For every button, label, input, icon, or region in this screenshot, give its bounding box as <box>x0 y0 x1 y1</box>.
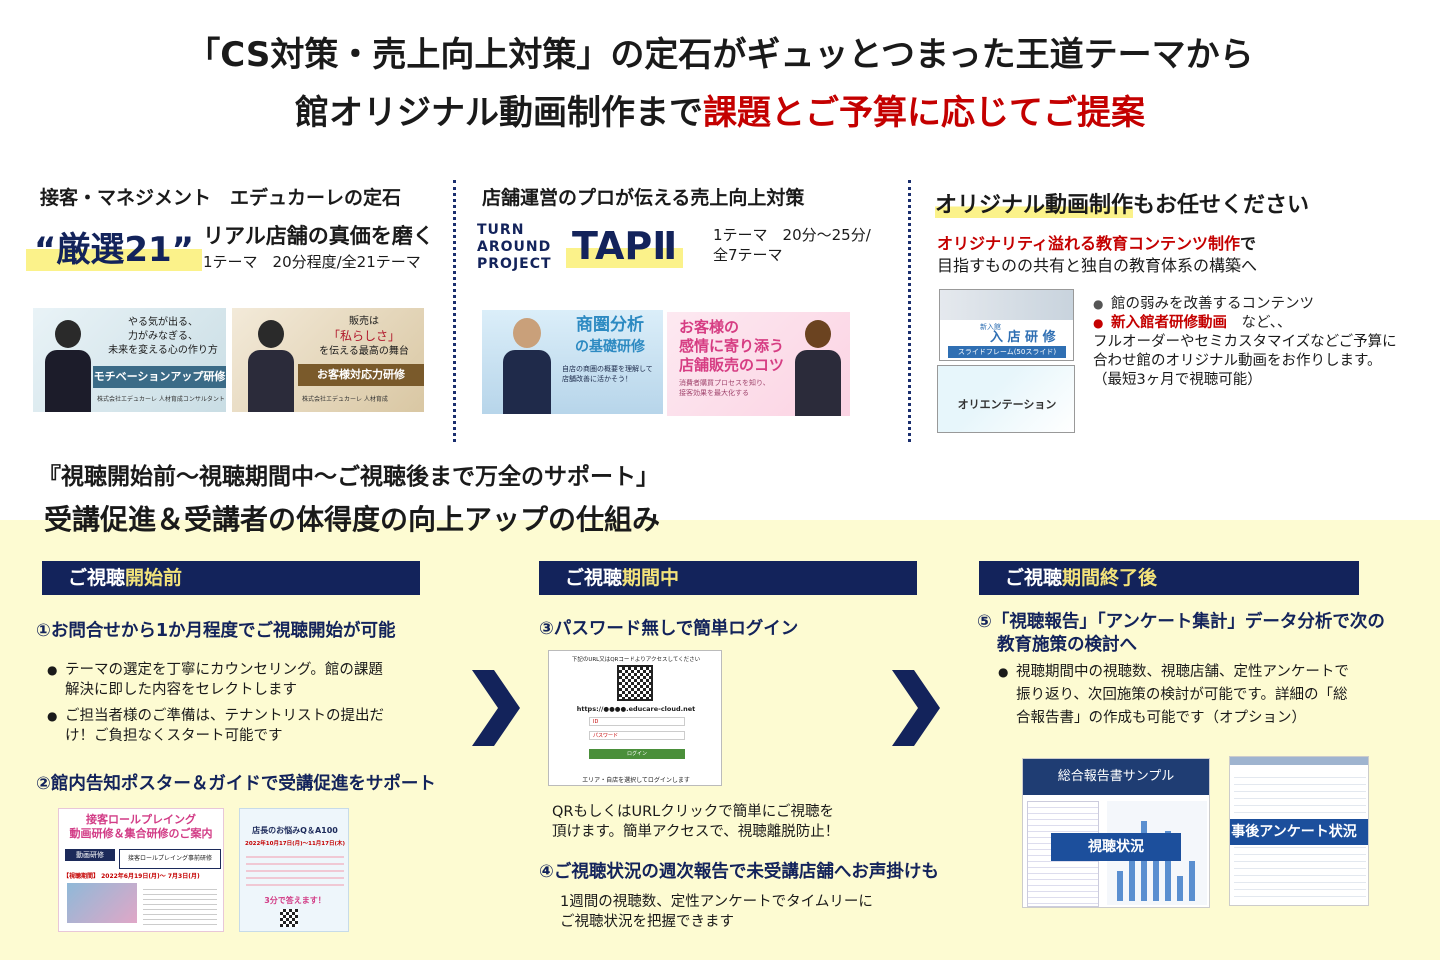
presenter-figure <box>502 318 552 414</box>
col2-video-thumb-1[interactable]: 商圏分析 の基礎研修 自店の商圏の概要を理解して 店舗改善に活かそう！ <box>482 310 663 414</box>
thumb-tag: 新入館 <box>980 323 1001 331</box>
login-password-field[interactable]: パスワード <box>589 731 685 740</box>
thumb-band: モチベーションアップ研修 <box>93 366 226 388</box>
col1-detail: 1テーマ 20分程度/全21テーマ <box>203 253 421 271</box>
poster-period: 2022年10月17日(月)～11月17日(木) <box>245 841 345 847</box>
heading-line2: 館オリジナル動画制作まで課題とご予算に応じてご提案 <box>0 88 1440 138</box>
col3-intro-line2: 目指すものの共有と独自の教育体系の構築へ <box>937 256 1258 275</box>
heading-line2-red: 課題とご予算に応じてご提案 <box>703 93 1145 133</box>
poster-box: 接客ロールプレイング事前研修 <box>119 849 221 869</box>
poster-note: 3分で答えます！ <box>264 896 326 905</box>
report-tag: 視聴状況 <box>1051 833 1181 861</box>
col2-brand: TAPⅡ <box>566 224 684 268</box>
col3-heading: オリジナル動画制作もお任せください <box>935 187 1309 219</box>
phase2-step4: ④ご視聴状況の週次報告で未受講店舗へお声掛けも <box>539 862 939 882</box>
presenter-figure <box>43 320 93 412</box>
phase3-step5: ⑤「視聴報告」「アンケート集計」データ分析で次の 教育施策の検討へ <box>977 612 1385 655</box>
col1-video-thumb-1[interactable]: やる気が出る、 力がみなぎる、 未来を変える心の作り方 モチベーションアップ研修… <box>33 308 226 412</box>
thumb-photo-strip <box>940 290 1073 320</box>
col3-para-3: （最短3ヶ月で視聴可能） <box>1093 372 1262 388</box>
poster-image <box>67 883 137 923</box>
support-title-2: 受講促進＆受講者の体得度の向上アップの仕組み <box>44 503 661 536</box>
phase1-bullet-1: テーマの選定を丁寧にカウンセリング。館の課題 解決に即した内容をセレクトします <box>47 660 427 700</box>
poster-1[interactable]: 接客ロールプレイング 動画研修＆集合研修のご案内 動画研修 接客ロールプレイング… <box>58 808 224 932</box>
chevron-right-icon <box>892 670 940 746</box>
login-id-field[interactable]: ID <box>589 717 685 726</box>
col3-heading-highlight: オリジナル動画制作 <box>935 193 1134 218</box>
survey-tag: 事後アンケート状況 <box>1230 819 1368 845</box>
col3-thumb-orientation[interactable]: オリエンテーション <box>937 365 1075 433</box>
login-foot: エリア・自店を選択してログインします <box>582 777 690 784</box>
col2-heading: 店舗運営のプロが伝える売上向上対策 <box>482 187 805 209</box>
col2-detail: 1テーマ 20分～25分/ 全7テーマ <box>713 226 871 264</box>
thumb-title: 入 店 研 修 <box>990 330 1056 345</box>
col3-para-2: 合わせ館のオリジナル動画をお作りします。 <box>1093 353 1382 369</box>
support-title-1: 『視聴開始前～視聴期間中～ご視聴後まで万全のサポート」 <box>38 464 659 490</box>
phase3-bullet-1: 視聴期間中の視聴数、視聴店舗、定性アンケートで 振り返り、次回施策の検討が可能で… <box>998 661 1378 730</box>
login-head: 下記のURL又はQRコードよりアクセスしてください <box>571 657 701 663</box>
survey-sample[interactable]: 事後アンケート状況 <box>1229 756 1369 906</box>
col3-bullet-1: 館の弱みを改善するコンテンツ <box>1093 295 1433 314</box>
presenter-figure <box>246 320 296 412</box>
col3-heading-rest: もお任せください <box>1133 193 1310 218</box>
thumb-text: 販売は 「私らしさ」 を伝える最高の舞台 <box>319 316 409 357</box>
col3-bullet-2: 新入館者研修動画 など、、 <box>1093 314 1433 333</box>
col1-tagline: リアル店舗の真価を磨く <box>203 224 434 248</box>
phase3-bullets: 視聴期間中の視聴数、視聴店舗、定性アンケートで 振り返り、次回施策の検討が可能で… <box>998 661 1378 730</box>
poster-title: 店長のお悩みQ＆A100 <box>252 826 338 835</box>
poster-2[interactable]: 店長のお悩みQ＆A100 2022年10月17日(月)～11月17日(木) 3分… <box>239 808 349 932</box>
phase2-description: QRもしくはURLクリックで簡単にご視聴を 頂けます。簡単アクセスで、視聴離脱防… <box>552 804 840 840</box>
phase1-step2: ②館内告知ポスター＆ガイドで受講促進をサポート <box>36 774 436 794</box>
phase1-bullets: テーマの選定を丁寧にカウンセリング。館の課題 解決に即した内容をセレクトします … <box>47 660 427 746</box>
poster-title: 接客ロールプレイング 動画研修＆集合研修のご案内 <box>69 813 213 840</box>
col3-intro-line1: オリジナリティ溢れる教育コンテンツ制作で <box>937 234 1257 253</box>
survey-header-strip <box>1230 757 1368 765</box>
poster-period: 【視聴期間】 2022年6月19日(月)～ 7月3日(月) <box>63 873 200 880</box>
report-sample[interactable]: 総合報告書サンプル 視聴状況 <box>1022 758 1210 908</box>
col3-thumb-entry[interactable]: 新入館 入 店 研 修 スライドフレーム(50スライド) <box>939 289 1074 361</box>
thumb-sub: 自店の商圏の概要を理解して 店舗改善に活かそう！ <box>562 365 653 383</box>
main-heading: 「CS対策・売上向上対策」の定石がギュッとつまった王道テーマから 館オリジナル動… <box>0 30 1440 138</box>
login-screen[interactable]: 下記のURL又はQRコードよりアクセスしてください https://●●●●.e… <box>548 650 722 786</box>
phase2-bar: ご視聴期間中 <box>539 561 917 595</box>
heading-line1: 「CS対策・売上向上対策」の定石がギュッとつまった王道テーマから <box>186 35 1254 75</box>
poster-text-lines <box>246 851 344 889</box>
col1-heading: 接客・マネジメント エデュカーレの定石 <box>40 187 402 209</box>
login-button[interactable]: ログイン <box>589 749 685 759</box>
col3-para-1: フルオーダーやセミカスタマイズなどご予算に <box>1093 334 1397 350</box>
presenter-figure <box>793 320 843 416</box>
col2-video-thumb-2[interactable]: お客様の 感情に寄り添う 店舗販売のコツ 消費者購買プロセスを知り、 接客効果を… <box>667 312 850 416</box>
thumb-title: お客様の 感情に寄り添う 店舗販売のコツ <box>679 318 785 374</box>
phase3-bar: ご視聴期間終了後 <box>979 561 1359 595</box>
poster-text-lines <box>143 885 217 925</box>
poster-tag: 動画研修 <box>65 849 115 861</box>
chevron-right-icon <box>472 670 520 746</box>
thumb-foot: 株式会社エデュカーレ 人材育成 <box>302 396 388 403</box>
heading-line2-black: 館オリジナル動画制作まで <box>295 93 703 133</box>
col2-project-label: TURN AROUND PROJECT <box>477 222 552 272</box>
phase2-description-2: 1週間の視聴数、定性アンケートでタイムリーに ご視聴状況を把握できます <box>560 894 873 930</box>
divider-1 <box>453 180 456 442</box>
thumb-band: スライドフレーム(50スライド) <box>948 346 1066 358</box>
phase2-step3: ③パスワード無しで簡単ログイン <box>539 619 799 639</box>
phase1-bullet-2: ご担当者様のご準備は、テナントリストの提出だ け！ご負担なくスタート可能です <box>47 706 427 746</box>
phase1-bar: ご視聴開始前 <box>42 561 420 595</box>
phase1-step1: ①お問合せから1か月程度でご視聴開始が可能 <box>36 621 396 641</box>
thumb-sub: 消費者購買プロセスを知り、 接客効果を最大化する <box>679 379 770 397</box>
login-url: https://●●●●.educare-cloud.net <box>576 705 696 713</box>
qr-code-icon <box>617 665 653 701</box>
thumb-text: やる気が出る、 力がみなぎる、 未来を変える心の作り方 <box>108 317 218 356</box>
thumb-title: 商圏分析 の基礎研修 <box>575 315 645 355</box>
thumb-title: オリエンテーション <box>957 398 1057 411</box>
qr-icon <box>280 909 298 927</box>
col1-brand: “厳選21” <box>26 222 203 271</box>
report-head: 総合報告書サンプル <box>1023 759 1209 795</box>
col3-description: 館の弱みを改善するコンテンツ 新入館者研修動画 など、、 フルオーダーやセミカス… <box>1093 295 1433 390</box>
thumb-foot: 株式会社エデュカーレ 人材育成コンサルタント <box>97 396 225 403</box>
thumb-band: お客様対応力研修 <box>298 364 424 386</box>
col3-intro: オリジナリティ溢れる教育コンテンツ制作で 目指すものの共有と独自の教育体系の構築… <box>937 233 1257 277</box>
divider-2 <box>908 180 911 442</box>
col1-video-thumb-2[interactable]: 販売は 「私らしさ」 を伝える最高の舞台 お客様対応力研修 株式会社エデュカーレ… <box>232 308 424 412</box>
